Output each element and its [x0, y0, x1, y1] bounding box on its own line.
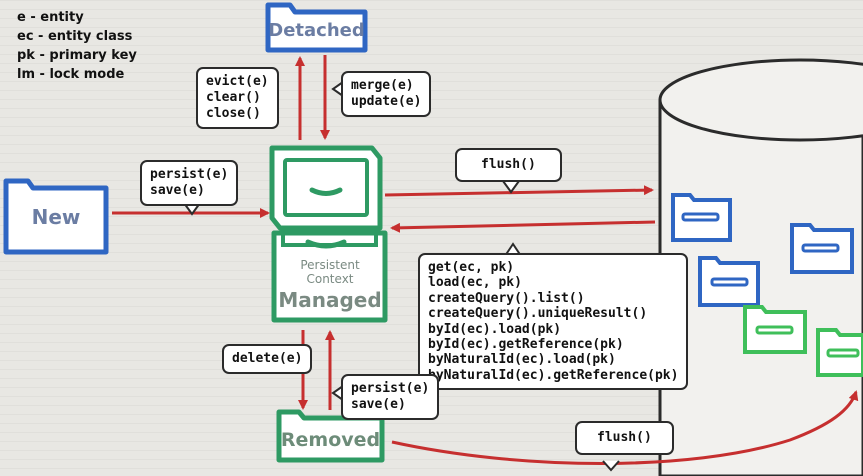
- db-folder-green-1: [743, 305, 807, 354]
- legend-lock-mode: lm - lock mode: [17, 67, 125, 82]
- op-persist-removed: persist(e): [351, 381, 430, 396]
- op-clear: clear(): [206, 90, 261, 105]
- db-folder-blue-3: [698, 256, 760, 307]
- flush-bottom-bubble: flush(): [575, 421, 674, 455]
- managed-label: Managed: [278, 288, 382, 312]
- op-flush-top: flush(): [481, 157, 536, 172]
- op-query-unique: createQuery().uniqueResult(): [428, 306, 648, 322]
- op-bynaturalid-getreference: byNaturalId(ec).getReference(pk): [428, 367, 679, 383]
- db-folder-green-2: [816, 328, 863, 377]
- detached-folder: [265, 2, 368, 53]
- op-merge: merge(e): [351, 78, 414, 93]
- op-get: get(ec, pk): [428, 260, 515, 275]
- new-folder: [3, 178, 109, 255]
- op-load: load(ec, pk): [428, 275, 522, 291]
- delete-ops-bubble: delete(e): [222, 344, 313, 374]
- legend-entity-class: ec - entity class: [17, 29, 133, 44]
- db-folder-blue-1: [671, 193, 732, 242]
- op-byid-getreference: byId(ec).getReference(pk): [428, 337, 624, 353]
- managed-cabinet: [269, 145, 388, 323]
- op-bynaturalid-load: byNaturalId(ec).load(pk): [428, 352, 616, 368]
- new-label: New: [31, 205, 81, 229]
- bubble-tail-persist-removed: [331, 385, 344, 401]
- detached-label: Detached: [268, 20, 365, 41]
- bubble-tail-flush-top: [502, 180, 520, 194]
- legend-primary-key: pk - primary key: [17, 48, 137, 63]
- legend-entity: e - entity: [17, 10, 84, 25]
- bubble-tail-merge: [331, 81, 344, 97]
- op-byid-load: byId(ec).load(pk): [428, 321, 562, 337]
- load-ops-bubble: get(ec, pk) load(ec, pk) createQuery().l…: [418, 253, 689, 391]
- arrow-db-to-managed-load: [390, 220, 656, 233]
- op-persist: persist(e): [150, 167, 229, 182]
- op-close: close(): [206, 106, 261, 121]
- merge-ops-bubble: merge(e) update(e): [341, 71, 432, 117]
- persistent-context-label: Persistent Context: [300, 258, 360, 286]
- bubble-tail-flush-bottom: [602, 460, 620, 472]
- persist-removed-ops-bubble: persist(e) save(e): [341, 374, 440, 420]
- op-save: save(e): [150, 183, 205, 198]
- persist-ops-bubble: persist(e) save(e): [140, 160, 239, 206]
- detach-ops-bubble: evict(e) clear() close(): [196, 67, 279, 129]
- op-query-list: createQuery().list(): [428, 290, 585, 306]
- op-update: update(e): [351, 94, 422, 109]
- removed-label: Removed: [280, 429, 381, 451]
- flush-top-bubble: flush(): [455, 148, 562, 182]
- op-delete: delete(e): [232, 351, 303, 366]
- op-save-removed: save(e): [351, 397, 406, 412]
- op-flush-bottom: flush(): [597, 430, 652, 445]
- legend: e - entity ec - entity class pk - primar…: [17, 8, 137, 84]
- db-folder-blue-2: [790, 223, 854, 274]
- database-cylinder: [658, 58, 863, 476]
- arrow-managed-to-db-flush: [384, 185, 654, 197]
- arrow-removed-to-db-flush: [391, 390, 859, 465]
- op-evict: evict(e): [206, 74, 269, 89]
